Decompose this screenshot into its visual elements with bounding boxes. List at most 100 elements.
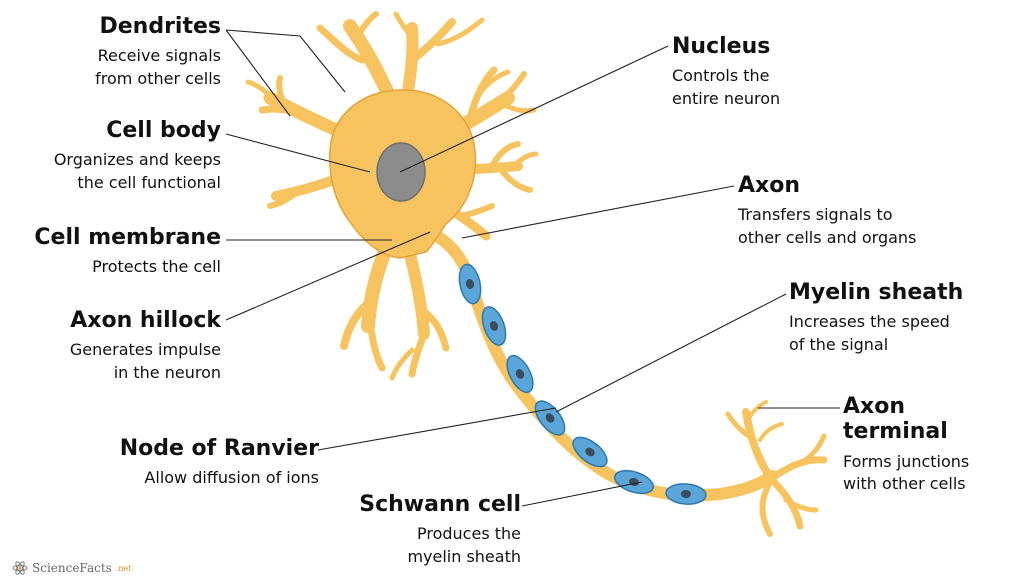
label-description: Receive signals from other cells bbox=[95, 45, 221, 90]
dendrite-branch bbox=[402, 240, 430, 340]
dendrite-branch bbox=[393, 11, 417, 43]
axon-terminal bbox=[725, 400, 828, 537]
leader-line bbox=[225, 29, 346, 93]
label-description: Transfers signals to other cells and org… bbox=[738, 204, 916, 249]
desc-line: with other cells bbox=[843, 473, 966, 493]
dendrite-branch bbox=[497, 99, 537, 114]
desc-line: Protects the cell bbox=[92, 257, 221, 277]
schwann-cell bbox=[458, 263, 482, 305]
desc-line: from other cells bbox=[95, 68, 221, 88]
desc-line: Forms junctions bbox=[843, 451, 970, 471]
terminal-branch bbox=[768, 456, 828, 482]
label-description: Organizes and keeps the cell functional bbox=[54, 149, 221, 194]
label-description: Produces the myelin sheath bbox=[359, 523, 521, 568]
label-title: Node of Ranvier bbox=[119, 436, 319, 461]
dendrite-branch bbox=[366, 316, 386, 372]
logo-tld: .net bbox=[115, 563, 132, 573]
leader-line bbox=[399, 45, 669, 173]
desc-line: Allow diffusion of ions bbox=[144, 468, 319, 488]
terminal-branch bbox=[746, 400, 768, 422]
schwann-cell bbox=[534, 400, 566, 436]
dendrite-branch bbox=[316, 24, 366, 64]
label-cell-body: Cell body Organizes and keeps the cell f… bbox=[54, 118, 221, 194]
neuron bbox=[245, 11, 828, 537]
dendrite-branch bbox=[389, 347, 415, 381]
dendrite-branch bbox=[276, 75, 287, 107]
title-line: terminal bbox=[843, 419, 948, 445]
label-axon: Axon Transfers signals to other cells an… bbox=[738, 173, 916, 249]
dendrite-branch bbox=[457, 203, 495, 219]
leader-line bbox=[555, 293, 787, 413]
desc-line: the cell functional bbox=[77, 172, 221, 192]
dendrite-branch bbox=[408, 330, 428, 378]
label-title: Cell body bbox=[106, 118, 221, 143]
schwann-cell-nucleus bbox=[585, 447, 595, 457]
label-title: Myelin sheath bbox=[789, 280, 964, 305]
desc-line: of the signal bbox=[789, 334, 889, 354]
desc-line: myelin sheath bbox=[407, 546, 521, 566]
label-title: Cell membrane bbox=[34, 225, 221, 250]
label-title: Axon hillock bbox=[70, 308, 221, 333]
dendrite-branch bbox=[267, 187, 303, 209]
dendrite-branch bbox=[340, 296, 376, 350]
desc-line: Organizes and keeps bbox=[53, 150, 221, 170]
leader-line bbox=[317, 407, 557, 451]
terminal-branch bbox=[758, 422, 784, 442]
desc-line: Transfers signals to bbox=[738, 205, 893, 225]
schwann-cell bbox=[481, 306, 507, 346]
dendrite-branch bbox=[408, 18, 456, 64]
dendrite-branch bbox=[435, 17, 485, 47]
dendrite-branch bbox=[418, 306, 450, 352]
label-cell-membrane: Cell membrane Protects the cell bbox=[34, 225, 221, 279]
atom-icon bbox=[12, 561, 28, 575]
leader-line bbox=[225, 133, 371, 173]
label-axon-hillock: Axon hillock Generates impulse in the ne… bbox=[70, 308, 221, 384]
label-title: Axon terminal bbox=[843, 394, 969, 445]
label-description: Forms junctions with other cells bbox=[843, 451, 969, 496]
desc-line: Receive signals bbox=[97, 46, 221, 66]
label-title: Schwann cell bbox=[359, 492, 521, 517]
schwann-cell-nucleus bbox=[489, 321, 499, 331]
terminal-branch bbox=[783, 497, 819, 513]
label-description: Controls the entire neuron bbox=[672, 65, 780, 110]
schwann-cell-nucleus bbox=[515, 369, 525, 379]
logo-name: ScienceFacts bbox=[32, 561, 112, 575]
schwann-cell bbox=[665, 483, 707, 505]
dendrite-branch bbox=[489, 141, 521, 169]
desc-line: Controls the bbox=[672, 66, 770, 86]
dendrite-branch bbox=[361, 237, 395, 333]
schwann-cell bbox=[572, 436, 608, 468]
desc-line: Generates impulse bbox=[69, 340, 221, 360]
myelin-sheath bbox=[458, 263, 707, 505]
label-node-of-ranvier: Node of Ranvier Allow diffusion of ions bbox=[120, 436, 319, 490]
label-description: Allow diffusion of ions bbox=[120, 467, 319, 489]
label-dendrites: Dendrites Receive signals from other cel… bbox=[95, 14, 221, 90]
label-description: Protects the cell bbox=[34, 256, 221, 278]
terminal-branch bbox=[742, 408, 774, 482]
label-title: Axon bbox=[738, 173, 800, 198]
schwann-cell-nucleus bbox=[465, 279, 475, 289]
dendrite-branch bbox=[245, 79, 279, 103]
leader-line bbox=[461, 185, 735, 239]
label-myelin-sheath: Myelin sheath Increases the speed of the… bbox=[789, 280, 963, 356]
terminal-branch bbox=[725, 411, 757, 443]
title-line: Axon bbox=[843, 394, 905, 419]
label-nucleus: Nucleus Controls the entire neuron bbox=[672, 34, 780, 110]
label-axon-terminal: Axon terminal Forms junctions with other… bbox=[843, 394, 969, 495]
dendrite-branch bbox=[512, 151, 539, 168]
schwann-cell-nucleus bbox=[681, 489, 691, 499]
desc-line: other cells and organs bbox=[738, 227, 917, 247]
leader-lines bbox=[225, 29, 840, 507]
desc-line: Produces the bbox=[417, 524, 521, 544]
leader-line bbox=[521, 481, 643, 507]
dendrite-branch bbox=[258, 105, 304, 116]
leader-line bbox=[225, 231, 431, 321]
terminal-branch bbox=[797, 433, 827, 467]
sciencefacts-logo: ScienceFacts.net bbox=[12, 560, 131, 576]
label-schwann-cell: Schwann cell Produces the myelin sheath bbox=[359, 492, 521, 568]
terminal-branch bbox=[759, 479, 773, 537]
label-description: Increases the speed of the signal bbox=[789, 311, 963, 356]
schwann-cell bbox=[506, 354, 534, 394]
